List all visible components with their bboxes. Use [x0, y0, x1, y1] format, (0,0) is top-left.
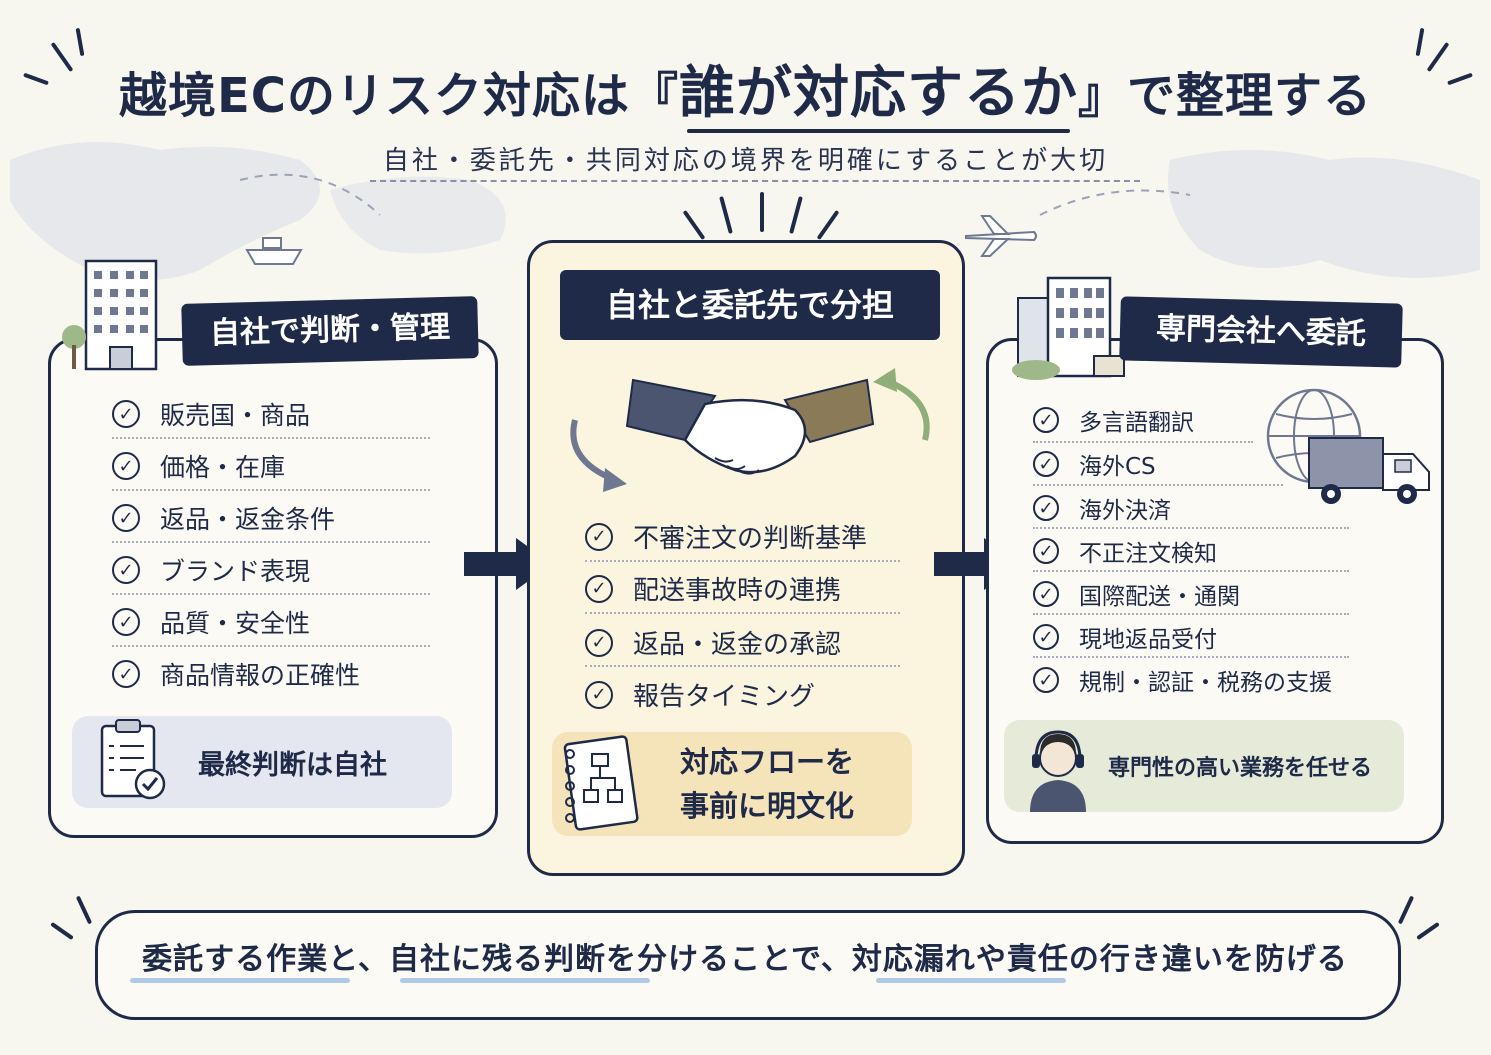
center-item-label: 配送事故時の連携: [633, 576, 842, 606]
left-panel-heading: 自社で判断・管理: [181, 296, 479, 366]
left-item-0: ✓ 販売国・商品: [112, 396, 310, 432]
left-item-5: ✓ 商品情報の正確性: [112, 656, 360, 692]
left-item-label: ブランド表現: [160, 557, 311, 586]
right-item-label: 多言語翻訳: [1079, 410, 1194, 436]
left-item-label: 返品・返金条件: [160, 505, 336, 534]
left-item-label: 商品情報の正確性: [160, 661, 361, 690]
center-callout-line1: 対応フローを: [680, 745, 855, 779]
world-map-background: [10, 142, 1480, 280]
flowchart-notebook-icon: [563, 735, 639, 831]
right-heading-label: 専門会社へ委託: [1155, 311, 1367, 352]
center-item-label: 報告タイミング: [633, 682, 816, 712]
right-item-label: 現地返品受付: [1079, 627, 1217, 653]
office-building-icon: [62, 259, 158, 371]
right-item-label: 不正注文検知: [1079, 541, 1217, 567]
check-circle-icon: ✓: [1033, 581, 1059, 607]
right-item-label: 海外CS: [1079, 454, 1156, 480]
check-circle-icon: ✓: [112, 608, 140, 636]
summary-text: 委託する作業と、自社に残る判断を分けることで、対応漏れや責任の行き違いを防げる: [142, 942, 1348, 977]
check-circle-icon: ✓: [1033, 624, 1059, 650]
center-item-label: 返品・返金の承認: [633, 630, 842, 660]
check-circle-icon: ✓: [585, 574, 613, 603]
left-item-4: ✓ 品質・安全性: [112, 604, 310, 640]
left-callout-text: 最終判断は自社: [198, 749, 387, 781]
left-item-3: ✓ ブランド表現: [112, 552, 310, 588]
check-circle-icon: ✓: [112, 400, 140, 428]
center-panel-heading: 自社と委託先で分担: [560, 270, 940, 340]
ship-icon: [245, 237, 303, 265]
page-subtitle: 自社・委託先・共同対応の境界を明確にすることが大切: [382, 146, 1109, 176]
airplane-icon: [965, 215, 1037, 257]
check-circle-icon: ✓: [112, 452, 140, 480]
check-circle-icon: ✓: [112, 660, 140, 688]
center-item-2: ✓ 返品・返金の承認: [585, 624, 841, 661]
center-callout: 対応フローを 事前に明文化: [552, 732, 912, 836]
check-circle-icon: ✓: [1033, 495, 1059, 521]
check-circle-icon: ✓: [1033, 407, 1059, 433]
right-item-label: 海外決済: [1079, 498, 1171, 524]
center-heading-label: 自社と委託先で分担: [605, 286, 894, 324]
office-building-icon: [1012, 276, 1125, 380]
check-circle-icon: ✓: [112, 556, 140, 584]
right-item-5: ✓ 現地返品受付: [1033, 620, 1217, 654]
check-circle-icon: ✓: [1033, 451, 1059, 477]
check-circle-icon: ✓: [585, 522, 613, 551]
title-suffix: 』で整理する: [1078, 68, 1373, 124]
left-callout: 最終判断は自社: [72, 716, 452, 808]
right-item-label: 規制・認証・税務の支援: [1079, 670, 1332, 696]
right-item-label: 国際配送・通関: [1079, 584, 1240, 610]
right-item-1: ✓ 海外CS: [1033, 447, 1156, 481]
right-item-2: ✓ 海外決済: [1033, 491, 1171, 525]
right-panel-heading: 専門会社へ委託: [1119, 296, 1403, 368]
right-item-0: ✓ 多言語翻訳: [1033, 403, 1194, 437]
clipboard-check-icon: [100, 719, 166, 800]
center-callout-line2: 事前に明文化: [680, 789, 855, 823]
center-item-0: ✓ 不審注文の判断基準: [585, 518, 867, 555]
right-item-6: ✓ 規制・認証・税務の支援: [1033, 663, 1332, 697]
left-item-2: ✓ 返品・返金条件: [112, 500, 335, 536]
left-item-label: 価格・在庫: [160, 453, 286, 482]
center-item-3: ✓ 報告タイミング: [585, 676, 815, 713]
left-item-label: 販売国・商品: [160, 401, 311, 430]
left-item-label: 品質・安全性: [160, 609, 311, 638]
title-prefix: 越境ECのリスク対応は『: [118, 68, 679, 124]
check-circle-icon: ✓: [585, 680, 613, 709]
center-item-label: 不審注文の判断基準: [633, 524, 868, 554]
summary-box: [95, 910, 1401, 1020]
title-highlight: 誰が対応するか: [679, 48, 1078, 133]
support-operator-icon: [1030, 730, 1086, 812]
left-item-1: ✓ 価格・在庫: [112, 448, 285, 484]
right-callout: 専門性の高い業務を任せる: [1004, 720, 1404, 812]
page-title: 越境ECのリスク対応は『誰が対応するか』で整理する: [0, 48, 1491, 133]
check-circle-icon: ✓: [112, 504, 140, 532]
check-circle-icon: ✓: [1033, 538, 1059, 564]
right-callout-text: 専門性の高い業務を任せる: [1108, 756, 1373, 781]
check-circle-icon: ✓: [585, 628, 613, 657]
right-item-3: ✓ 不正注文検知: [1033, 534, 1217, 568]
delivery-truck-icon: [1308, 437, 1430, 504]
center-item-1: ✓ 配送事故時の連携: [585, 570, 841, 607]
subtitle-divider: [370, 180, 1140, 182]
left-heading-label: 自社で判断・管理: [209, 309, 451, 352]
handshake-icon: [570, 368, 930, 492]
check-circle-icon: ✓: [1033, 667, 1059, 693]
right-item-4: ✓ 国際配送・通関: [1033, 577, 1240, 611]
